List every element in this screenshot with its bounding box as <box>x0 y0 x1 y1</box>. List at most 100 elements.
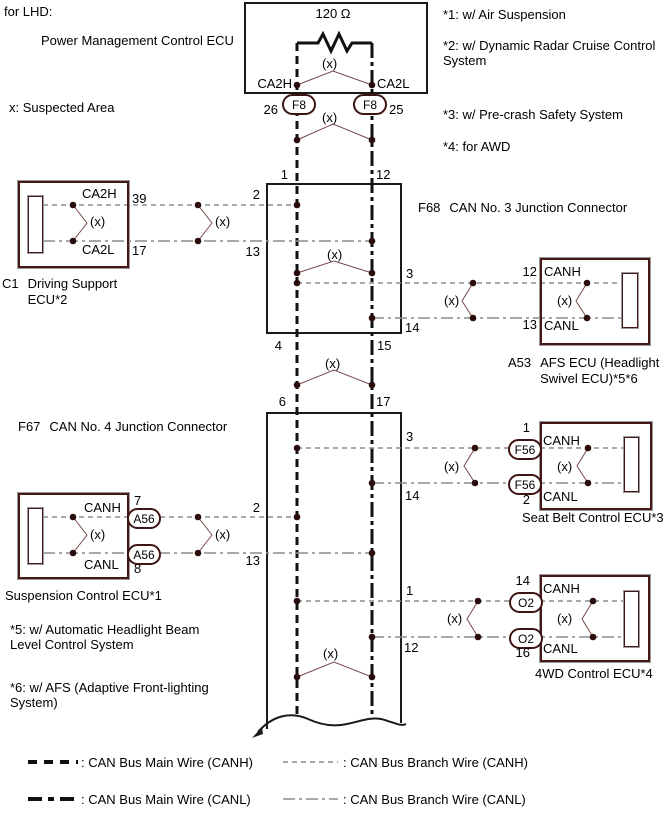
suspension-ecu-box <box>17 492 130 580</box>
suspension-pin-7: 7 <box>134 493 142 508</box>
break-line-tip <box>252 727 263 738</box>
j4-pin-6: 6 <box>278 394 286 409</box>
awd-terminal-canl: CANL <box>543 641 578 656</box>
connector-oval-a56-canh: A56 <box>127 508 161 529</box>
power-terminal-ca2l: CA2L <box>377 76 410 91</box>
power-pin-26: 26 <box>263 102 278 117</box>
awd-label: 4WD Control ECU*4 <box>535 666 653 681</box>
power-pin-25: 25 <box>389 102 404 117</box>
suspension-terminal-canl: CANL <box>84 557 119 572</box>
junction4-box <box>266 412 402 729</box>
c1-label: C1 Driving Support ECU*2 <box>2 276 140 309</box>
suspected-area-pointers <box>72 70 594 678</box>
connector-oval-a56-canl: A56 <box>127 544 161 565</box>
a53-pin-13: 13 <box>522 317 537 332</box>
j3-pin-2: 2 <box>252 187 260 202</box>
seat-belt-ecu-box <box>539 421 653 511</box>
c1-terminal-ca2h: CA2H <box>82 186 117 201</box>
suspension-ecu-connector <box>27 507 44 565</box>
diagram-title: for LHD: <box>4 4 53 19</box>
footnote-4: *4: for AWD <box>443 139 511 154</box>
j4-pin-12: 12 <box>404 640 419 655</box>
j3-pin-3: 3 <box>406 266 414 281</box>
connector-oval-f56-canl: F56 <box>508 474 542 495</box>
a53-pin-12: 12 <box>522 264 537 279</box>
awd-pin-16: 16 <box>515 645 530 660</box>
a53-name: AFS ECU (Headlight Swivel ECU)*5*6 <box>540 355 660 387</box>
suspected-area-marker: (x) <box>327 247 343 262</box>
seatbelt-terminal-canl: CANL <box>543 489 578 504</box>
legend-main-canl: : CAN Bus Main Wire (CANL) <box>81 792 251 807</box>
connector-oval-o2-canl: O2 <box>509 628 543 649</box>
j3-pin-15: 15 <box>377 338 392 353</box>
junction3-box <box>266 183 402 334</box>
power-terminal-ca2h: CA2H <box>257 76 292 91</box>
j4-pin-2: 2 <box>252 500 260 515</box>
suspected-area-marker: (x) <box>323 646 339 661</box>
awd-terminal-canh: CANH <box>543 581 580 596</box>
j3-pin-14: 14 <box>405 320 420 335</box>
seatbelt-label: Seat Belt Control ECU*3 <box>522 510 664 525</box>
suspension-label: Suspension Control ECU*1 <box>5 588 162 603</box>
suspected-area-marker: (x) <box>325 356 341 371</box>
j3-pin-4: 4 <box>274 338 282 353</box>
awd-ecu-box <box>539 574 651 663</box>
c1-name: Driving Support ECU*2 <box>27 276 118 308</box>
suspected-area-marker: (x) <box>557 293 573 308</box>
suspected-area-marker: (x) <box>215 214 231 229</box>
junction4-label: F67 CAN No. 4 Junction Connector <box>18 419 227 435</box>
seat-belt-ecu-connector <box>623 436 640 493</box>
j4-pin-13: 13 <box>245 553 260 568</box>
resistor-value: 120 Ω <box>315 6 351 21</box>
suspected-area-marker: (x) <box>557 459 573 474</box>
suspected-area-marker: (x) <box>215 527 231 542</box>
c1-id: C1 <box>2 276 19 291</box>
legend-branch-canh: : CAN Bus Branch Wire (CANH) <box>343 755 528 770</box>
seatbelt-terminal-canh: CANH <box>543 433 580 448</box>
j3-pin-12: 12 <box>376 167 391 182</box>
c1-terminal-ca2l: CA2L <box>82 242 115 257</box>
suspected-area-marker: (x) <box>557 611 573 626</box>
j4-pin-3: 3 <box>406 429 414 444</box>
j3-pin-13: 13 <box>245 244 260 259</box>
footnote-6: *6: w/ AFS (Adaptive Front-lighting Syst… <box>10 680 209 711</box>
a53-id: A53 <box>508 355 532 370</box>
c1-pin-39: 39 <box>132 191 147 206</box>
terminating-resistor <box>297 30 372 55</box>
junction4-id: F67 <box>18 419 41 434</box>
junction3-name: CAN No. 3 Junction Connector <box>449 200 628 215</box>
power-ecu-box <box>244 2 428 94</box>
j3-pin-1: 1 <box>280 167 288 182</box>
connector-oval-o2-canh: O2 <box>509 592 543 613</box>
a53-label: A53 AFS ECU (Headlight Swivel ECU)*5*6 <box>508 355 662 388</box>
footnote-3: *3: w/ Pre-crash Safety System <box>443 107 623 122</box>
suspension-pin-8: 8 <box>134 561 142 576</box>
footnote-5: *5: w/ Automatic Headlight Beam Level Co… <box>10 622 200 653</box>
driving-support-ecu-connector <box>27 195 44 254</box>
footnote-2: *2: w/ Dynamic Radar Cruise Control Syst… <box>443 38 656 69</box>
afs-ecu-connector <box>621 272 639 329</box>
awd-ecu-connector <box>623 590 640 648</box>
legend-main-canh: : CAN Bus Main Wire (CANH) <box>81 755 253 770</box>
suspected-area-note: x: Suspected Area <box>9 100 115 115</box>
c1-pin-17: 17 <box>132 243 147 258</box>
suspected-area-marker: (x) <box>322 56 338 71</box>
seatbelt-pin-2: 2 <box>522 492 530 507</box>
a53-terminal-canl: CANL <box>544 318 579 333</box>
junction4-box-break-line <box>257 714 407 733</box>
j4-pin-1: 1 <box>406 583 414 598</box>
afs-ecu-box <box>539 257 651 346</box>
junction4-name: CAN No. 4 Junction Connector <box>49 419 228 434</box>
suspected-area-marker: (x) <box>90 527 106 542</box>
driving-support-ecu-box <box>17 180 130 269</box>
footnote-1: *1: w/ Air Suspension <box>443 7 566 22</box>
suspected-area-marker: (x) <box>444 293 460 308</box>
j4-pin-14: 14 <box>405 488 420 503</box>
power-ecu-label: Power Management Control ECU <box>41 33 234 48</box>
seatbelt-pin-1: 1 <box>522 420 530 435</box>
legend-branch-canl: : CAN Bus Branch Wire (CANL) <box>343 792 526 807</box>
connector-oval-f56-canh: F56 <box>508 439 542 460</box>
a53-terminal-canh: CANH <box>544 264 581 279</box>
